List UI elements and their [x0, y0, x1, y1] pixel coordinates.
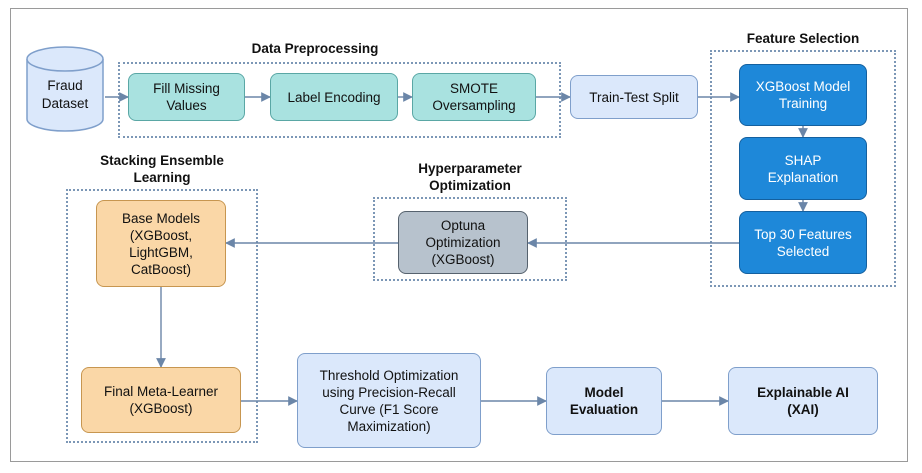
shap-explanation-node: SHAP Explanation — [739, 137, 867, 200]
group-data-preprocessing — [118, 62, 561, 138]
group-hyperparameter-optimization — [373, 197, 567, 281]
xgboost-model-training-node: XGBoost Model Training — [739, 64, 867, 126]
explainable-ai-node: Explainable AI (XAI) — [728, 367, 878, 435]
group-title-hyperparameter-optimization: Hyperparameter Optimization — [418, 161, 522, 193]
diagram-frame — [10, 8, 908, 462]
label-encoding-node: Label Encoding — [270, 73, 398, 121]
group-title-data-preprocessing: Data Preprocessing — [251, 41, 379, 56]
group-title-feature-selection: Feature Selection — [746, 31, 860, 46]
fraud-dataset-label: Fraud Dataset — [41, 78, 89, 111]
group-feature-selection — [710, 50, 896, 287]
train-test-split-node: Train-Test Split — [570, 75, 698, 119]
base-models-node: Base Models (XGBoost, LightGBM, CatBoost… — [96, 200, 226, 287]
final-meta-learner-node: Final Meta-Learner (XGBoost) — [81, 367, 241, 433]
top-30-features-node: Top 30 Features Selected — [739, 211, 867, 274]
threshold-optimization-node: Threshold Optimization using Precision-R… — [297, 353, 481, 448]
fill-missing-values-node: Fill Missing Values — [128, 73, 245, 121]
optuna-optimization-node: Optuna Optimization (XGBoost) — [398, 211, 528, 274]
group-title-stacking-ensemble: Stacking Ensemble Learning — [100, 153, 224, 185]
model-evaluation-node: Model Evaluation — [546, 367, 662, 435]
database-cylinder-icon — [26, 46, 104, 132]
smote-oversampling-node: SMOTE Oversampling — [412, 73, 536, 121]
group-stacking-ensemble — [66, 189, 258, 443]
